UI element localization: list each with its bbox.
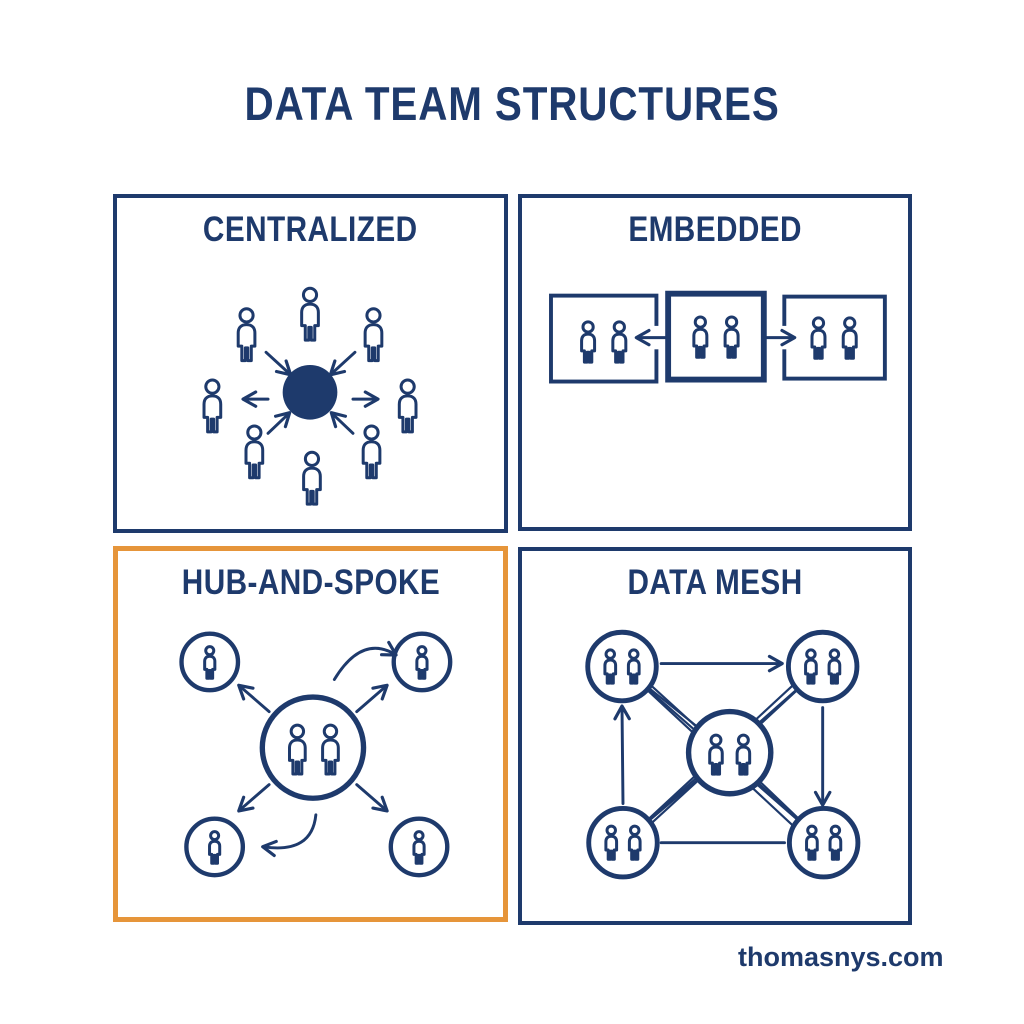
node-circle-icon — [685, 708, 774, 797]
panel-hub-and-spoke: HUB-AND-SPOKE — [113, 546, 508, 922]
person-icon — [363, 307, 384, 362]
person-icon — [244, 424, 265, 480]
hub-and-spoke-diagram — [179, 631, 453, 878]
arrow-icon — [355, 783, 389, 813]
curved-arrow-icon — [261, 813, 318, 858]
centralized-diagram — [202, 286, 418, 506]
arrow-icon — [264, 350, 293, 377]
panel-mesh-title: DATA MESH — [627, 563, 803, 602]
hub-arrows — [237, 640, 398, 858]
panel-hub-title: HUB-AND-SPOKE — [181, 563, 440, 602]
person-icon — [611, 320, 627, 364]
panel-centralized: CENTRALIZED — [113, 194, 508, 533]
mesh-edge-arrows — [613, 654, 832, 845]
spoke-circles — [179, 631, 453, 878]
person-icon — [361, 424, 382, 480]
node-circle-icon — [785, 629, 860, 704]
person-icon — [202, 378, 223, 434]
node-circle-icon — [184, 816, 246, 878]
data-mesh-diagram — [585, 629, 861, 880]
node-circle-icon — [786, 805, 861, 880]
team-boxes — [549, 290, 887, 384]
person-icon — [724, 315, 740, 359]
arrow-icon — [355, 683, 389, 714]
arrow-icon — [237, 783, 271, 813]
node-circle-icon — [586, 805, 660, 880]
node-circle-icon — [179, 631, 241, 693]
panel-data-mesh: DATA MESH — [518, 547, 912, 925]
curved-arrow-icon — [332, 640, 398, 681]
person-icon — [810, 316, 827, 360]
arrow-icon — [613, 704, 631, 806]
person-icon — [397, 378, 418, 434]
node-circle-icon — [391, 631, 453, 693]
centralized-arrows — [241, 350, 380, 435]
person-icon — [300, 286, 320, 342]
panel-centralized-title: CENTRALIZED — [203, 210, 418, 249]
panel-embedded: EMBEDDED — [518, 194, 912, 531]
team-box-icon — [782, 294, 887, 381]
person-icon — [692, 315, 708, 359]
arrow-icon — [329, 411, 355, 435]
person-icon — [842, 316, 858, 360]
person-icon — [236, 307, 257, 362]
arrow-icon — [266, 411, 292, 435]
hub-circle-icon — [259, 694, 367, 801]
embedded-people — [580, 315, 858, 364]
watermark: thomasnys.com — [738, 942, 944, 972]
person-icon — [302, 450, 322, 506]
node-circle-icon — [388, 816, 450, 878]
panel-embedded-title: EMBEDDED — [628, 210, 802, 249]
mesh-nodes — [585, 629, 861, 880]
page-title: DATA TEAM STRUCTURES — [244, 77, 780, 130]
person-icon — [580, 320, 596, 364]
arrow-icon — [328, 350, 357, 377]
embedded-diagram — [549, 290, 887, 384]
arrow-icon — [237, 683, 271, 714]
team-box-icon — [665, 290, 767, 383]
hub-dot-icon — [282, 364, 338, 420]
node-circle-icon — [585, 629, 659, 704]
